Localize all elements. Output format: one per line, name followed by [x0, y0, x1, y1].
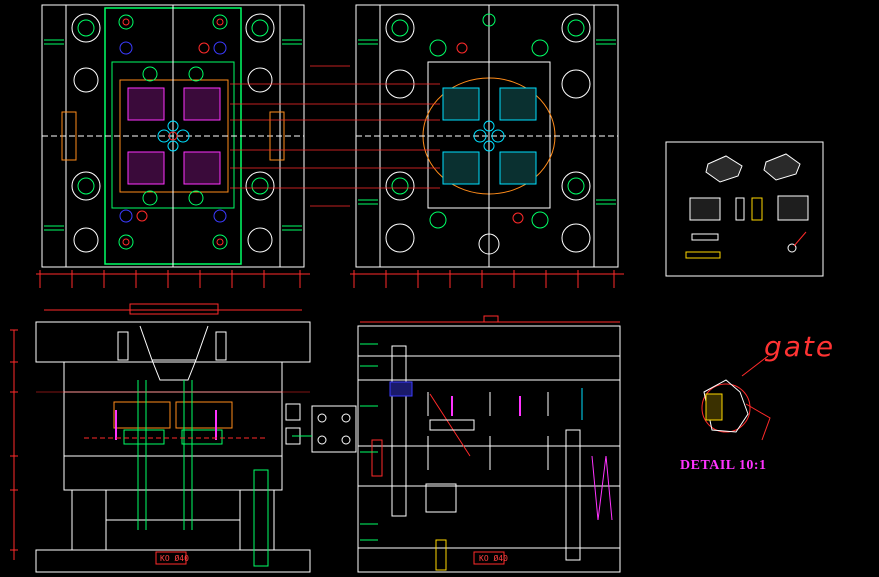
plan-dimension-ticks: [36, 270, 624, 288]
plan-view-fixed-half: [355, 4, 619, 268]
detail-scale-label: DETAIL 10:1: [680, 458, 767, 473]
gate-detail: [701, 355, 771, 441]
section-tag-left: KO Ø40: [160, 554, 189, 563]
section-view-left: [10, 303, 311, 573]
plan-view-moving-half: [41, 4, 305, 268]
projection-lines: [230, 65, 440, 207]
section-tag-right: KO Ø40: [479, 554, 508, 563]
section-view-right: [357, 315, 621, 573]
connector-block: [292, 405, 357, 453]
gate-label: gate: [764, 330, 836, 363]
part-preview-box: [665, 141, 824, 277]
